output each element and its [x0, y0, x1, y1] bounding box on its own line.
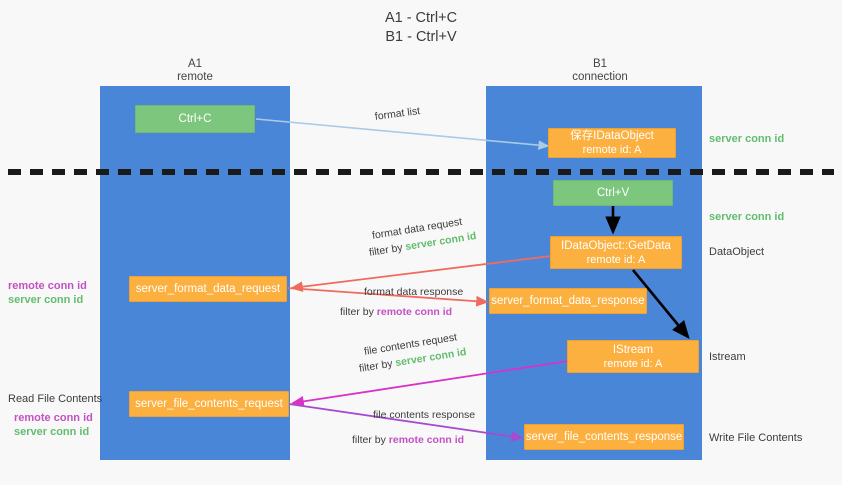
edge-label-format-list-text: format list — [374, 105, 421, 123]
lane-b1-title: B1 — [592, 58, 608, 70]
box-save-idataobject[interactable]: 保存IDataObject remote id: A — [548, 128, 676, 158]
lane-header-a1: A1 remote — [120, 58, 270, 84]
lane-a1-title: A1 — [187, 58, 203, 70]
page-title: A1 - Ctrl+C B1 - Ctrl+V — [0, 9, 842, 47]
box-ctrl-v-label: Ctrl+V — [596, 187, 630, 199]
right-label-dataobject: DataObject — [709, 246, 765, 258]
lane-header-b1: B1 connection — [525, 58, 675, 84]
title-line-2: B1 - Ctrl+V — [385, 29, 457, 45]
edge-label-file-contents-response: file contents response — [373, 408, 475, 422]
left-label-read-file-contents: Read File Contents — [8, 393, 103, 405]
filter-by-text-2: filter by — [340, 306, 374, 318]
filter-by-text-3: filter by — [358, 357, 394, 375]
box-idataobject-getdata[interactable]: IDataObject::GetData remote id: A — [550, 236, 682, 269]
filter-remote-conn-id-4: remote conn id — [388, 434, 465, 446]
right-label-write-file-contents: Write File Contents — [709, 432, 803, 444]
box-ctrl-c[interactable]: Ctrl+C — [135, 105, 255, 133]
box-server-file-contents-response[interactable]: server_file_contents_response — [524, 424, 684, 450]
edge-label-file-contents-response-text: file contents response — [373, 409, 476, 421]
box-server-format-data-request-label: server_format_data_request — [135, 283, 281, 295]
left-label-server-conn-id-2: server conn id — [14, 426, 90, 438]
edge-label-file-contents-response-filter: filter by remote conn id — [352, 433, 464, 447]
filter-by-text-1: filter by — [368, 241, 404, 259]
right-label-istream: Istream — [709, 351, 746, 363]
box-server-format-data-request[interactable]: server_format_data_request — [129, 276, 287, 302]
box-istream-remote-id: remote id: A — [603, 357, 663, 370]
box-server-format-data-response-label: server_format_data_response — [491, 295, 645, 307]
edge-label-format-data-response: format data response — [364, 285, 463, 299]
box-ctrl-v[interactable]: Ctrl+V — [553, 180, 673, 206]
box-istream-title: IStream — [612, 343, 654, 356]
lane-a1-subtitle: remote — [177, 71, 213, 83]
edge-label-format-list: format list — [374, 104, 421, 124]
right-label-server-conn-id-mid: server conn id — [709, 211, 785, 223]
box-save-idataobject-remote-id: remote id: A — [582, 144, 642, 156]
edge-label-format-data-response-text: format data response — [364, 286, 464, 298]
box-server-file-contents-response-label: server_file_contents_response — [525, 431, 683, 443]
box-istream[interactable]: IStream remote id: A — [567, 340, 699, 373]
left-label-server-conn-id-1: server conn id — [8, 294, 84, 306]
box-getdata-title: IDataObject::GetData — [561, 239, 671, 252]
filter-remote-conn-id-2: remote conn id — [376, 306, 453, 318]
right-label-server-conn-id-top: server conn id — [709, 133, 785, 145]
left-label-remote-conn-id-1: remote conn id — [8, 280, 87, 292]
filter-by-text-4: filter by — [352, 434, 386, 446]
box-getdata-remote-id: remote id: A — [586, 253, 646, 266]
left-label-remote-conn-id-2: remote conn id — [14, 412, 93, 424]
title-line-1: A1 - Ctrl+C — [384, 10, 458, 26]
box-server-file-contents-request-label: server_file_contents_request — [135, 398, 283, 410]
edge-label-format-data-response-filter: filter by remote conn id — [340, 305, 452, 319]
box-ctrl-c-label: Ctrl+C — [178, 113, 212, 125]
box-server-format-data-response[interactable]: server_format_data_response — [489, 288, 647, 314]
lane-b1-subtitle: connection — [572, 71, 628, 83]
box-server-file-contents-request[interactable]: server_file_contents_request — [129, 391, 289, 417]
box-save-idataobject-title: 保存IDataObject — [570, 130, 654, 142]
